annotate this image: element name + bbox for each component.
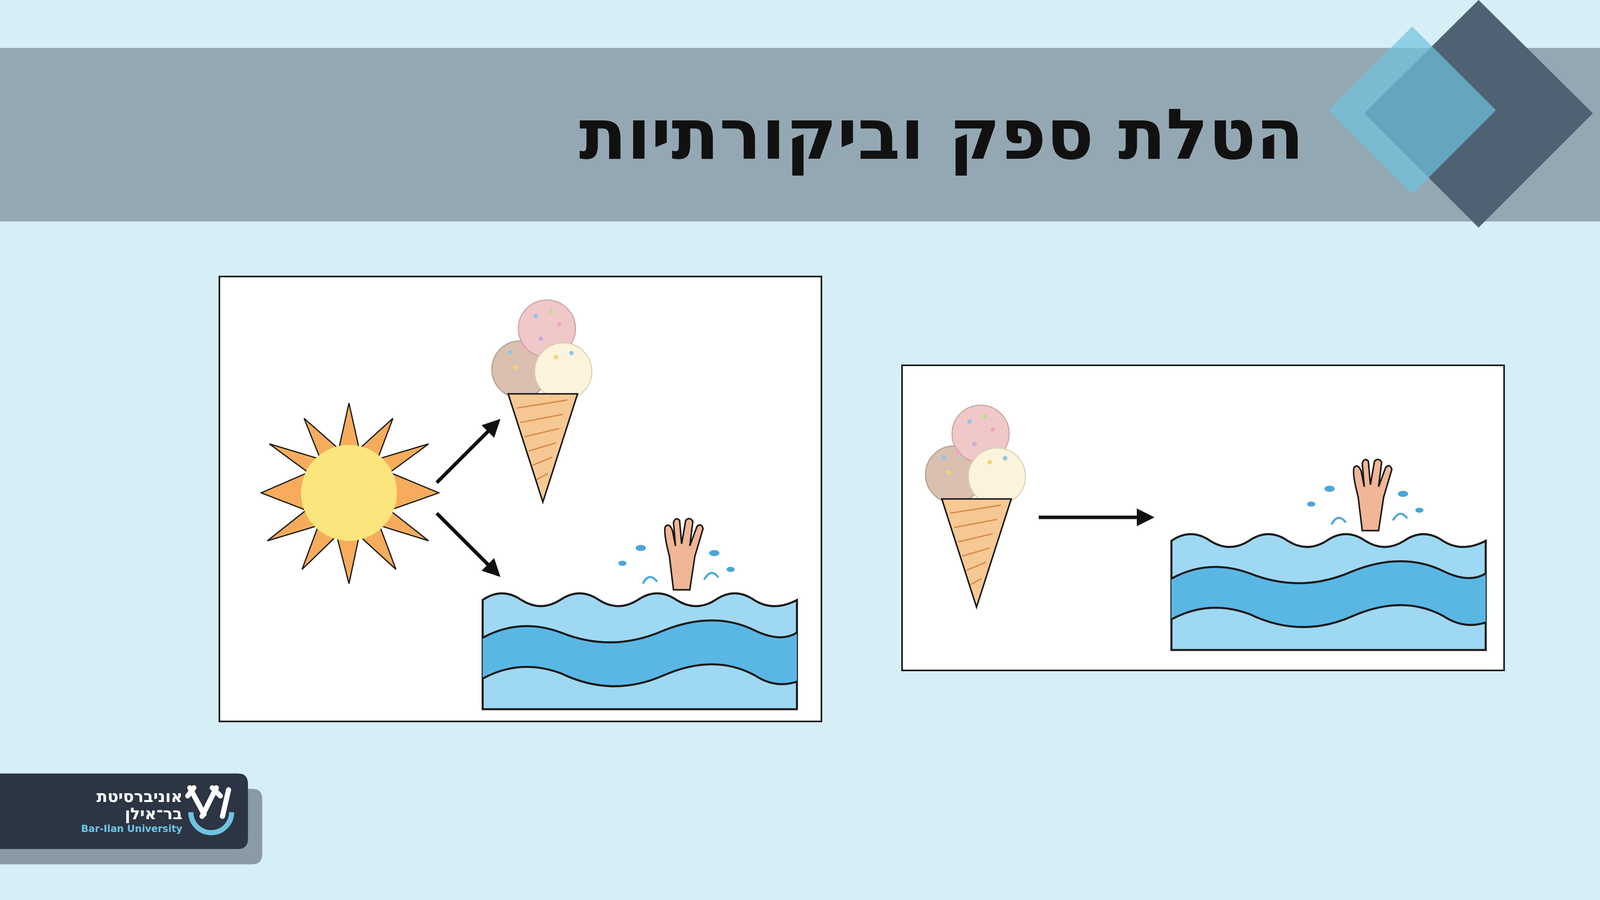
title-container: הטלת ספק וביקורתיות bbox=[578, 48, 1304, 222]
logo-name: אוניברסיטת בר־אילן bbox=[96, 788, 183, 823]
slide-title: הטלת ספק וביקורתיות bbox=[578, 96, 1304, 174]
logo-subtitle: Bar-Ilan University bbox=[49, 822, 183, 836]
logo-badge: אוניברסיטת בר־אילןBar-Ilan University bbox=[48, 777, 184, 846]
